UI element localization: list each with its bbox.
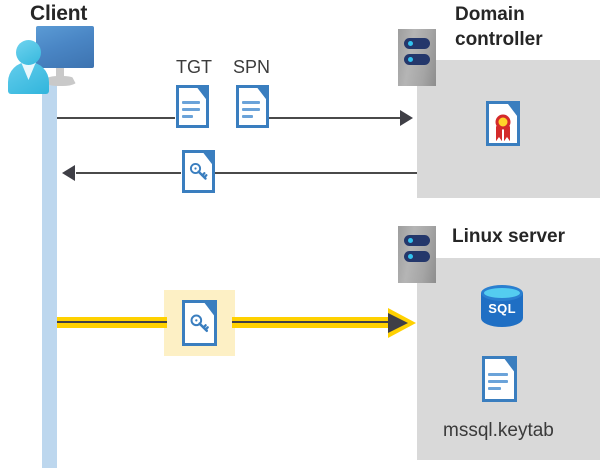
domain-controller-title-line1: Domain [455,4,525,25]
key-glyph [189,163,207,181]
request-arrow-segment-right [269,117,401,119]
document-text-line [242,108,260,111]
document-key-icon [182,300,217,346]
client-lifeline [42,84,57,468]
database-top [481,285,523,301]
spn-document-icon [236,85,269,128]
client-title: Client [30,2,88,25]
document-text-line [488,380,508,383]
server-led [408,41,413,46]
sql-database-icon: SQL [481,285,523,335]
document-key-icon [182,150,215,193]
domain-controller-server-icon [398,29,436,86]
response-arrow-segment-left [76,172,181,174]
document-text-line [488,387,501,390]
server-led [408,238,413,243]
keytab-filename-label: mssql.keytab [443,420,554,441]
response-arrow-head [62,165,75,181]
document-text-line [182,108,200,111]
server-led [408,254,413,259]
certificate-ribbon-right [504,126,510,142]
linux-server-title: Linux server [452,226,565,247]
spn-label: SPN [233,57,271,77]
domain-controller-title-line2: controller [455,29,543,50]
document-page [176,85,209,128]
document-page [236,85,269,128]
monitor-neck [56,68,64,78]
request-arrow-segment-left [57,117,175,119]
server-led [408,57,413,62]
tgt-label: TGT [176,57,212,77]
certificate-document-icon [486,101,520,146]
user-computer-icon [8,26,94,94]
request-arrow-head [400,110,413,126]
sql-badge-label: SQL [488,301,516,316]
ticket-arrow-head-inner [388,313,408,333]
key-glyph [190,314,209,332]
server-bar [404,38,430,49]
document-text-line [182,115,193,118]
ticket-arrow-core-right [232,321,402,323]
domain-controller-title: Domain controller [455,2,595,52]
document-text-line [488,373,508,376]
document-text-line [242,115,253,118]
keytab-document-icon [482,356,517,402]
document-text-line [242,101,260,104]
response-arrow-segment-right [215,172,417,174]
document-text-line [182,101,200,104]
server-bar [404,251,430,262]
server-bar [404,54,430,65]
ticket-arrow-core-left [57,321,167,323]
tgt-document-icon [176,85,209,128]
certificate-seal [495,114,511,130]
monitor-screen [36,26,94,68]
server-bar [404,235,430,246]
person-head [16,40,41,65]
monitor-base [44,76,77,86]
certificate-ribbon-left [496,126,502,142]
linux-server-icon [398,226,436,283]
